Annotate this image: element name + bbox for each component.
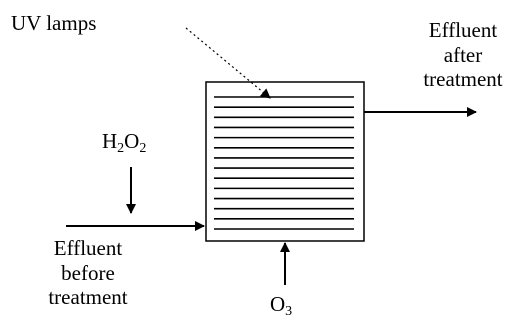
uv-lamp-lines [214,96,354,230]
h2o2-label: H2O2 [102,129,147,156]
uv-lamps-pointer [185,27,271,99]
effluent-before-line-1: Effluent [53,236,123,260]
effluent-before-line-2: before [61,260,115,285]
effluent-after-line-1: Effluent [428,18,498,42]
o3-label: O3 [270,292,293,319]
effluent-after-line-3: treatment [423,67,503,92]
effluent-before-treatment-label: Effluent before treatment [38,236,138,310]
effluent-after-treatment-label: Effluent after treatment [413,18,513,92]
effluent-after-line-2: after [443,42,483,67]
effluent-before-line-3: treatment [48,285,128,310]
uv-lamps-label: UV lamps [11,11,97,35]
reactor-vessel [205,81,365,242]
